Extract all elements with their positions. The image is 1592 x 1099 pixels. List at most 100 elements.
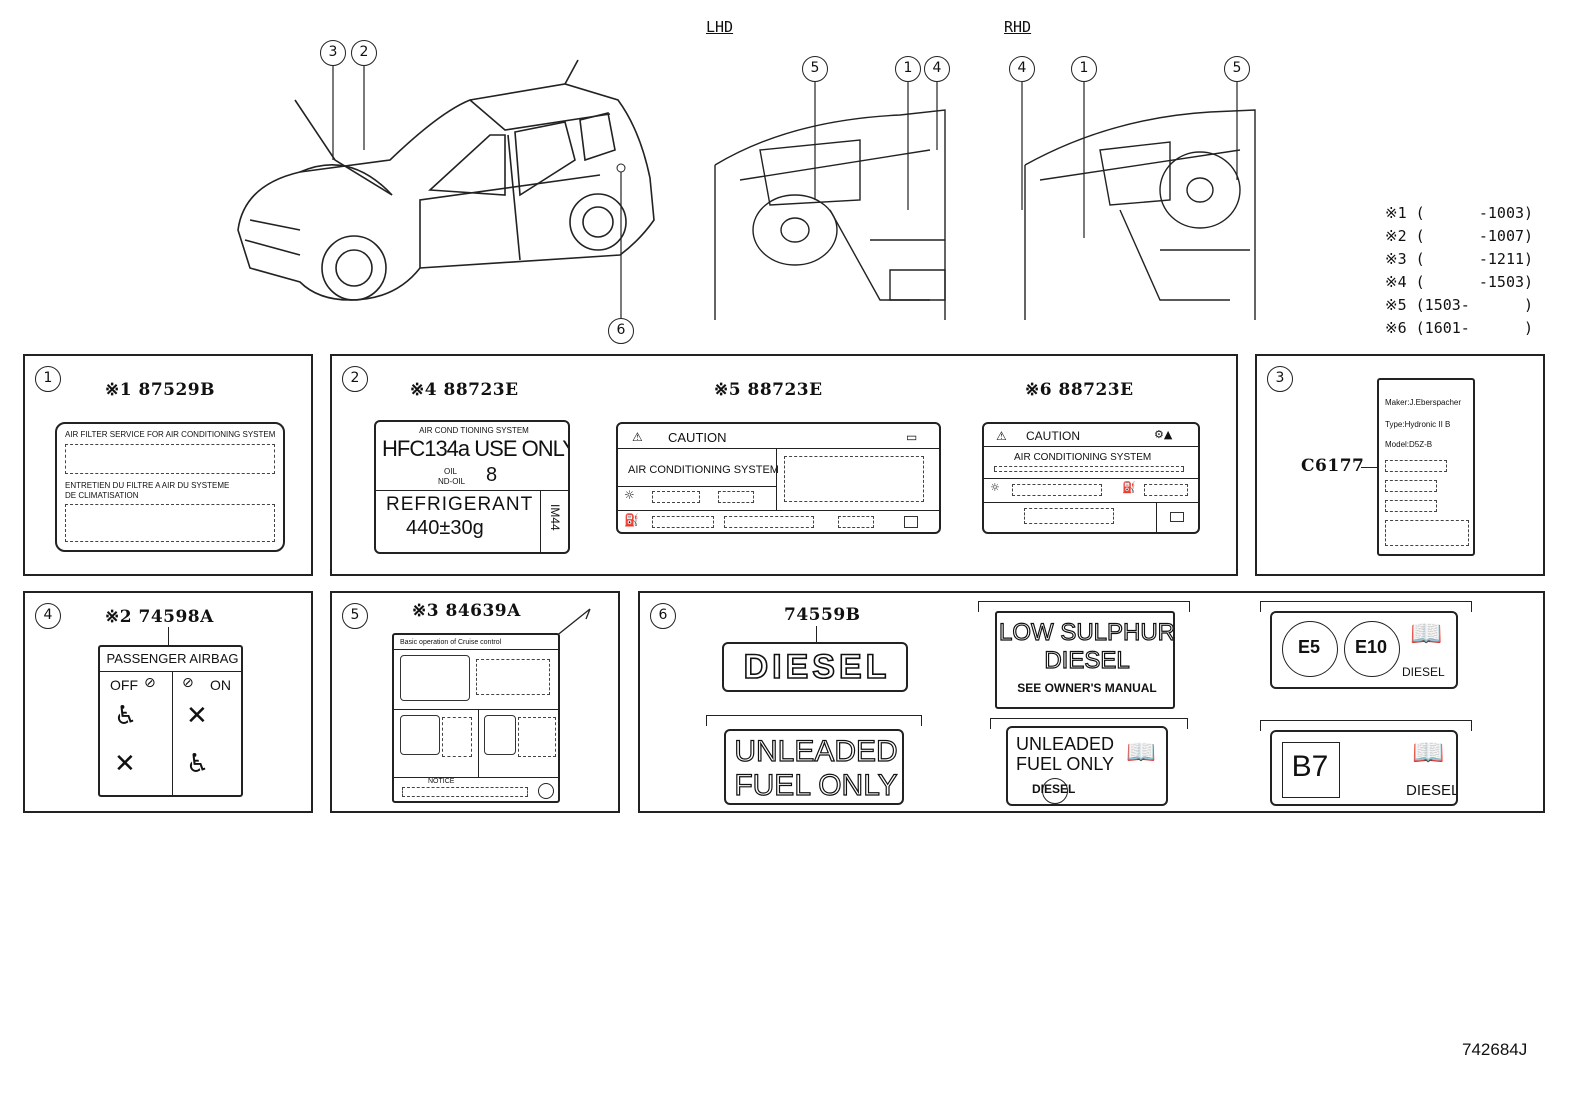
cruise-header: Basic operation of Cruise control <box>400 639 502 646</box>
hfc-refrigerant: REFRIGERANT <box>386 494 534 515</box>
b7-manual-icon: 📖 <box>1412 738 1445 768</box>
hfc-amount: 440±30g <box>406 517 484 539</box>
caution-5-field-3 <box>652 516 714 528</box>
panel-3-leader <box>1361 467 1379 468</box>
unleaded-1-line-1: UNLEADED <box>734 734 899 768</box>
caution-6-system: AIR CONDITIONING SYSTEM <box>1014 452 1152 463</box>
cruise-illustration-lever-1 <box>400 715 440 755</box>
lhd-label: LHD <box>706 18 734 36</box>
panel-4-number: 4 <box>35 603 61 629</box>
label-low-sulphur: LOW SULPHUR DIESEL SEE OWNER'S MANUAL <box>995 611 1175 709</box>
airbag-on-icon: ⊘ <box>182 675 194 691</box>
hfc-side-divider <box>540 490 541 552</box>
callout-1-rhd: 1 <box>1071 56 1097 82</box>
e10-text: E10 <box>1354 637 1388 657</box>
panel-3-number: 3 <box>1267 366 1293 392</box>
b7-frame <box>1260 720 1472 731</box>
heater-type: Type:Hydronic II B <box>1385 420 1451 429</box>
caution-6-header-line <box>984 446 1198 447</box>
callout-6: 6 <box>608 318 634 344</box>
caution-5-manual-icon: ▭ <box>906 430 918 444</box>
caution-6-title: CAUTION <box>1026 429 1080 443</box>
label-diesel: DIESEL <box>722 642 908 692</box>
caution-6-low-line <box>984 502 1198 503</box>
heater-field-4 <box>1385 520 1469 546</box>
hfc-divider <box>376 490 568 491</box>
panel-1: 1 ※1 87529B AIR FILTER SERVICE FOR AIR C… <box>23 354 313 576</box>
diesel-text: DIESEL <box>743 647 891 687</box>
panel-1-number: 1 <box>35 366 61 392</box>
note-1: ※1 ( -1003) <box>1385 204 1534 222</box>
panel-6: 6 74559B DIESEL LOW SULPHUR DIESEL SEE O… <box>638 591 1545 813</box>
caution-6-oil-icon: ⛽ <box>1122 481 1136 494</box>
callout-5-rhd: 5 <box>1224 56 1250 82</box>
caution-5-vline <box>776 448 777 510</box>
callout-3: 3 <box>320 40 346 66</box>
panel-2-number: 2 <box>342 366 368 392</box>
air-filter-text-block-1 <box>65 444 275 474</box>
caution-6-field-2 <box>1144 484 1188 496</box>
panel-6-number: 6 <box>650 603 676 629</box>
panel-2: 2 ※4 88723E AIR COND TIONING SYSTEM HFC1… <box>330 354 1238 576</box>
air-filter-text-block-2 <box>65 504 275 542</box>
unleaded-2-frame <box>990 718 1188 729</box>
hfc-text: HFC134a USE ONLY <box>382 436 570 461</box>
panel-5-number: 5 <box>342 603 368 629</box>
callout-4-lhd: 4 <box>924 56 950 82</box>
hfc-header: AIR COND TIONING SYSTEM <box>419 426 529 435</box>
airbag-title-line <box>100 671 241 672</box>
caution-5-system: AIR CONDITIONING SYSTEM <box>628 464 779 476</box>
panel-6-code: 74559B <box>784 605 861 625</box>
caution-5-title: CAUTION <box>668 430 727 445</box>
caution-6-line <box>994 466 1184 472</box>
hfc-nd-oil: ND-OIL <box>438 477 466 486</box>
cruise-footer: NOTICE <box>428 778 455 785</box>
caution-5-field-2 <box>718 491 754 503</box>
cruise-header-line <box>394 649 558 650</box>
e5-circle <box>1282 621 1338 677</box>
unleaded-2-line-2: FUEL ONLY <box>1016 754 1115 774</box>
hfc-side-code: IM44 <box>548 504 562 531</box>
panel-2c-code: ※6 88723E <box>1025 380 1134 400</box>
rhd-label: RHD <box>1004 18 1032 36</box>
caution-6-box <box>1170 512 1184 522</box>
caution-6-warning-icon: ⚠ <box>996 429 1007 443</box>
label-caution-6: ⚠ CAUTION ⚙▲ AIR CONDITIONING SYSTEM ☼ ⛽ <box>982 422 1200 534</box>
hfc-oil-number: 8 <box>486 464 498 486</box>
caution-6-mid-line <box>984 478 1198 479</box>
callout-4-rhd: 4 <box>1009 56 1035 82</box>
child-seat-front-icon: ♿ <box>186 749 210 779</box>
unleaded-2-line-1: UNLEADED <box>1016 734 1115 754</box>
panel-6-leader <box>816 626 817 642</box>
panel-5-code: ※3 84639A <box>412 601 521 621</box>
cruise-text-3 <box>518 717 556 757</box>
diesel-stamp-circle <box>1042 778 1068 804</box>
panel-2a-code: ※4 88723E <box>410 380 519 400</box>
label-caution-5: ⚠ CAUTION ▭ AIR CONDITIONING SYSTEM ☼ ⛽ <box>616 422 941 534</box>
b7-box <box>1282 742 1340 798</box>
panel-3-code: C6177 <box>1301 456 1365 476</box>
e5-frame <box>1260 601 1472 612</box>
air-filter-line-1: AIR FILTER SERVICE FOR AIR CONDITIONING … <box>65 430 276 439</box>
label-e5-e10: E5 E10 📖 DIESEL <box>1270 611 1458 689</box>
low-sulphur-line-1: LOW SULPHUR <box>998 618 1175 646</box>
panel-3: 3 C6177 Maker:J.Eberspacher Type:Hydroni… <box>1255 354 1545 576</box>
panel-4-code: ※2 74598A <box>105 607 214 627</box>
airbag-off: OFF <box>110 677 138 693</box>
note-3: ※3 ( -1211) <box>1385 250 1534 268</box>
label-air-filter: AIR FILTER SERVICE FOR AIR CONDITIONING … <box>55 422 285 552</box>
low-sulphur-line-3: SEE OWNER'S MANUAL <box>1017 681 1157 695</box>
child-seat-rear-icon: ♿ <box>114 701 138 731</box>
label-passenger-airbag: PASSENGER AIRBAG OFF ⊘ ⊘ ON ♿ ✕ ✕ ♿ <box>98 645 243 797</box>
caution-5-hline <box>618 486 776 487</box>
manual-book-icon: 📖 <box>1410 619 1443 649</box>
label-hfc134a: AIR COND TIONING SYSTEM HFC134a USE ONLY… <box>374 420 570 554</box>
panel-1-code: ※1 87529B <box>105 380 216 400</box>
airbag-center-line <box>172 671 173 795</box>
caution-5-field-4 <box>724 516 814 528</box>
caution-5-bottom-line <box>618 510 939 511</box>
caution-5-oil-icon: ⛽ <box>624 513 639 527</box>
caution-5-warning-icon: ⚠ <box>632 430 643 444</box>
heater-field-2 <box>1385 480 1437 492</box>
